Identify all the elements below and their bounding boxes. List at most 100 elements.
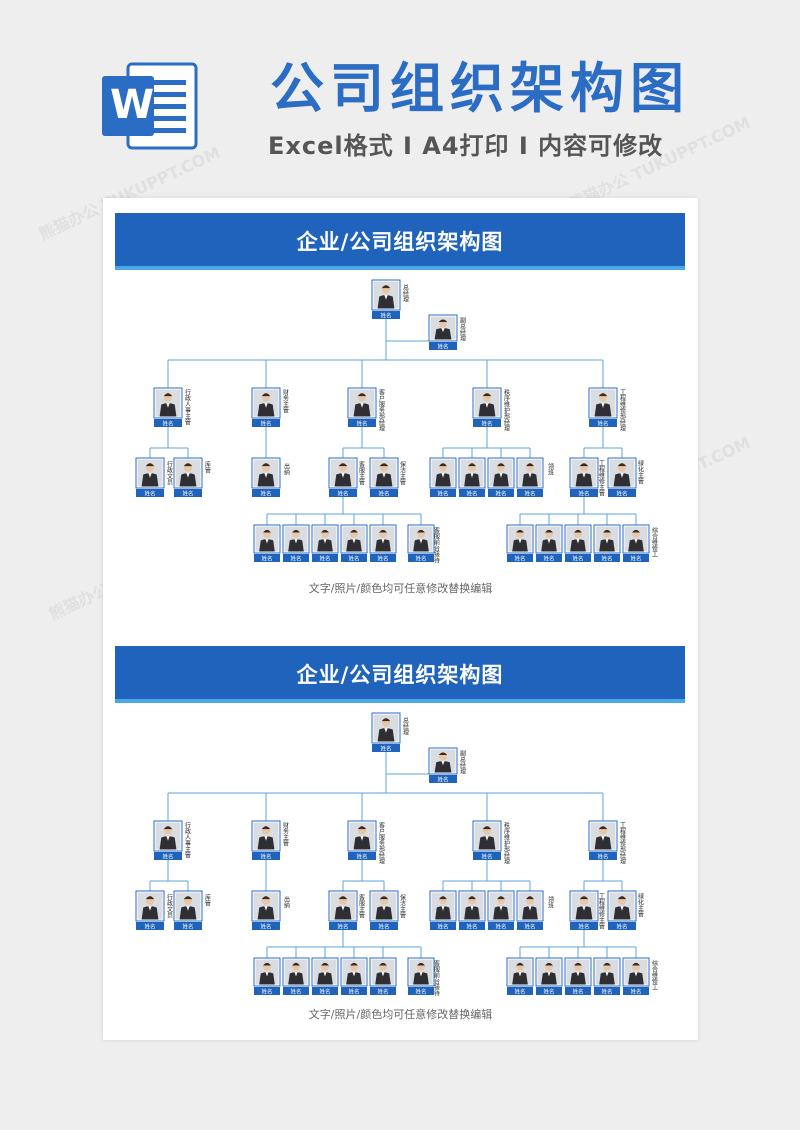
- person-collar-icon: [323, 539, 327, 544]
- person-body-icon: [159, 403, 177, 417]
- employee-card: 姓名: [340, 957, 368, 996]
- person-collar-icon: [360, 403, 364, 408]
- name-tag: [329, 489, 357, 497]
- name-tag-label: 姓名: [597, 420, 608, 428]
- name-tag-label: 姓名: [466, 490, 477, 498]
- employee-card: 姓名: [251, 387, 281, 428]
- role-label: 秩序维护部经理: [503, 821, 510, 864]
- person-collar-icon: [634, 972, 638, 977]
- role-label: 客户服务部经理: [378, 388, 385, 431]
- person-body-icon: [317, 972, 333, 985]
- section-caption: 文字/照片/颜色均可任意修改替换编辑: [308, 582, 493, 595]
- person-collar-icon: [148, 906, 152, 911]
- name-tag-label: 姓名: [543, 555, 554, 563]
- person-hair-icon: [145, 896, 155, 900]
- role-label: 综合维修工: [651, 959, 658, 990]
- person-body-icon: [288, 539, 304, 552]
- person-hair-icon: [338, 896, 348, 900]
- person-body-icon: [570, 539, 586, 552]
- person-collar-icon: [381, 539, 385, 544]
- person-collar-icon: [582, 906, 586, 911]
- name-tag: [370, 489, 398, 497]
- person-hair-icon: [482, 393, 492, 397]
- employee-card: 姓名: [458, 890, 486, 931]
- word-icon-letter: W: [110, 82, 155, 128]
- person-collar-icon: [499, 473, 503, 478]
- employee-card: 姓名: [564, 524, 592, 563]
- name-tag: [623, 554, 649, 562]
- name-tag: [372, 744, 400, 752]
- person-hair-icon: [632, 962, 640, 966]
- employee-card: 姓名: [251, 457, 281, 498]
- name-tag-label: 姓名: [601, 555, 612, 563]
- name-tag: [252, 489, 280, 497]
- name-tag-label: 姓名: [144, 923, 155, 931]
- employee-card: 姓名: [487, 890, 515, 931]
- person-body-icon: [575, 906, 593, 920]
- person-hair-icon: [545, 529, 553, 533]
- name-tag-label: 姓名: [377, 988, 388, 996]
- name-tag-label: 姓名: [348, 555, 359, 563]
- person-hair-icon: [163, 393, 173, 397]
- employee-card: 姓名: [506, 524, 534, 563]
- person-collar-icon: [518, 539, 522, 544]
- person-body-icon: [375, 906, 393, 920]
- employee-card: 姓名: [593, 957, 621, 996]
- person-hair-icon: [545, 962, 553, 966]
- person-collar-icon: [499, 906, 503, 911]
- person-hair-icon: [632, 529, 640, 533]
- person-body-icon: [541, 972, 557, 985]
- person-collar-icon: [166, 403, 170, 408]
- person-collar-icon: [441, 906, 445, 911]
- name-tag: [154, 852, 182, 860]
- person-body-icon: [346, 972, 362, 985]
- person-collar-icon: [294, 972, 298, 977]
- name-tag: [459, 489, 485, 497]
- org-chart-diagram: 姓名总经理姓名副总经理姓名行政人事主管姓名财务主管姓名客户服务部经理姓名秩序维护…: [135, 712, 658, 997]
- name-tag-label: 姓名: [572, 988, 583, 996]
- employee-card: 姓名: [369, 890, 399, 931]
- employee-card: 姓名: [135, 890, 165, 931]
- person-hair-icon: [497, 896, 505, 900]
- person-collar-icon: [341, 473, 345, 478]
- name-tag: [408, 987, 434, 995]
- person-hair-icon: [598, 393, 608, 397]
- person-hair-icon: [381, 718, 391, 722]
- employee-card: 姓名: [564, 957, 592, 996]
- name-tag: [507, 554, 533, 562]
- employee-card: 姓名: [472, 387, 502, 428]
- role-label: 保洁主管: [399, 893, 406, 919]
- person-collar-icon: [360, 836, 364, 841]
- name-tag: [370, 922, 398, 930]
- name-tag: [254, 554, 280, 562]
- name-tag: [312, 554, 338, 562]
- person-collar-icon: [470, 473, 474, 478]
- person-body-icon: [628, 539, 644, 552]
- person-hair-icon: [263, 962, 271, 966]
- person-hair-icon: [381, 285, 391, 289]
- person-collar-icon: [419, 972, 423, 977]
- person-body-icon: [159, 836, 177, 850]
- employee-card: 姓名: [569, 457, 599, 498]
- person-hair-icon: [516, 529, 524, 533]
- person-collar-icon: [166, 836, 170, 841]
- role-label: 客服前台接待: [433, 526, 440, 564]
- person-collar-icon: [419, 539, 423, 544]
- person-hair-icon: [261, 463, 271, 467]
- name-tag: [517, 922, 543, 930]
- person-body-icon: [346, 539, 362, 552]
- role-label: 工程维修主管: [598, 460, 605, 497]
- role-label: 客服主管: [358, 893, 365, 919]
- employee-card: 姓名: [282, 957, 310, 996]
- role-label: 工程维修部经理: [619, 822, 626, 864]
- person-hair-icon: [526, 463, 534, 467]
- person-hair-icon: [439, 896, 447, 900]
- person-body-icon: [375, 473, 393, 487]
- name-tag-label: 姓名: [290, 555, 301, 563]
- org-chart-section: 企业/公司组织架构图 姓名总经理姓名副总经理姓名行政人事主管姓名财务主管姓名客户…: [103, 198, 698, 598]
- person-collar-icon: [264, 906, 268, 911]
- employee-card: 姓名: [311, 524, 339, 563]
- role-label: 财务主管: [282, 821, 289, 847]
- employee-card: 姓名: [347, 820, 377, 861]
- person-body-icon: [413, 539, 429, 552]
